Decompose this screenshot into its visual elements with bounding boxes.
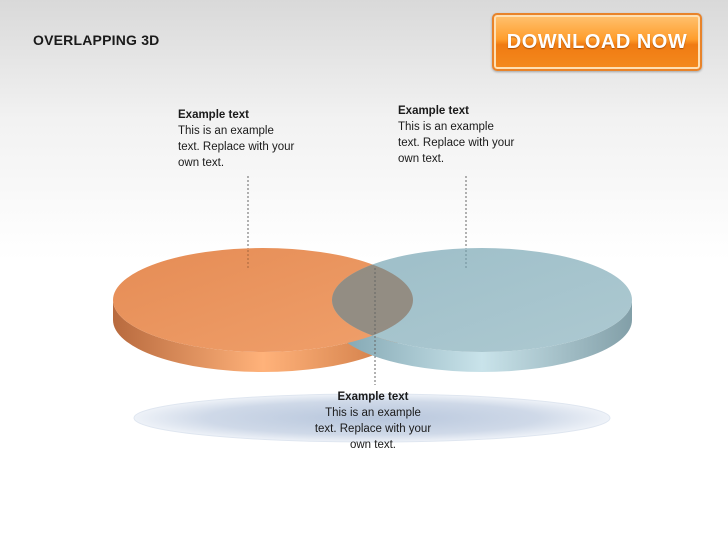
left-disc-side [113, 300, 413, 372]
label-left: Example text This is an example text. Re… [178, 107, 328, 171]
download-now-button[interactable]: DOWNLOAD NOW [492, 13, 702, 71]
label-center: Example text This is an example text. Re… [298, 389, 448, 453]
label-right: Example text This is an example text. Re… [398, 103, 548, 167]
label-right-heading: Example text [398, 105, 469, 117]
page-title: OVERLAPPING 3D [33, 32, 160, 48]
right-disc-side [332, 300, 632, 372]
label-left-body: This is an example text. Replace with yo… [178, 125, 295, 169]
label-right-body: This is an example text. Replace with yo… [398, 121, 515, 165]
download-button-label: DOWNLOAD NOW [506, 30, 688, 53]
floor-shadow [133, 393, 611, 443]
label-center-body: This is an example text. Replace with yo… [314, 407, 432, 451]
right-disc [332, 248, 632, 352]
left-disc [113, 248, 413, 352]
label-left-heading: Example text [178, 109, 249, 121]
label-center-heading: Example text [337, 391, 409, 403]
